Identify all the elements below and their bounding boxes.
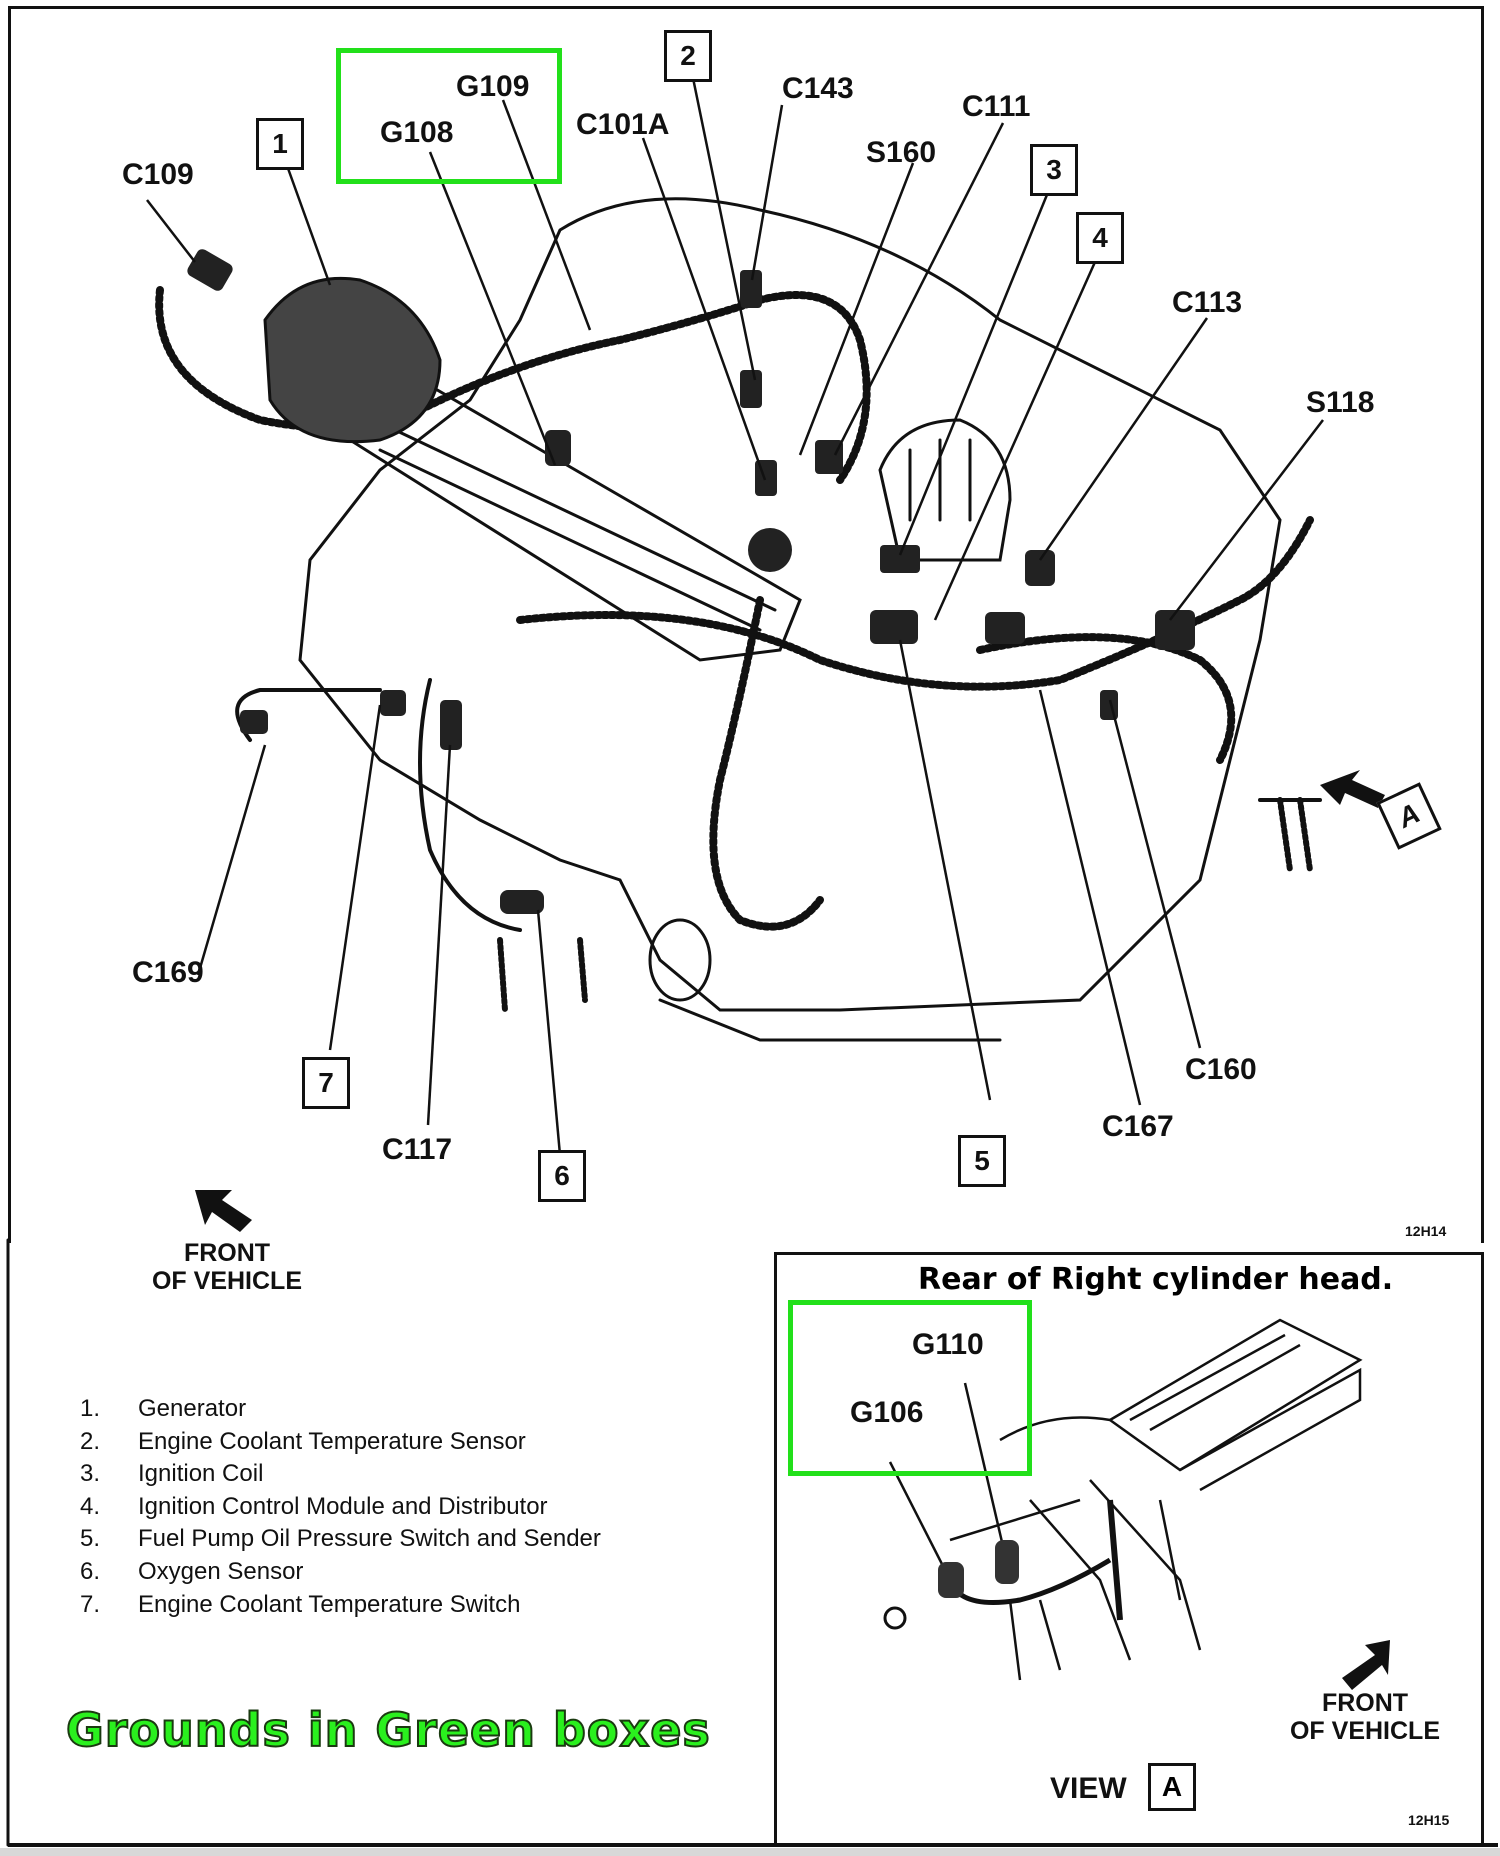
figure-id-view-a: 12H15 <box>1408 1812 1450 1828</box>
callout-6: 6 <box>538 1150 586 1202</box>
label-c167: C167 <box>1102 1110 1174 1143</box>
g106-terminal <box>938 1562 964 1598</box>
label-g106: G106 <box>850 1396 924 1429</box>
front-line2: OF VEHICLE <box>151 1266 302 1295</box>
legend-item: 4. Ignition Control Module and Distributo… <box>80 1491 601 1524</box>
label-g109: G109 <box>456 70 530 103</box>
label-c111: C111 <box>962 90 1031 123</box>
legend-text: Fuel Pump Oil Pressure Switch and Sender <box>138 1525 601 1553</box>
view-a-marker-text: A <box>1393 797 1425 834</box>
callout-6-text: 6 <box>554 1160 570 1191</box>
label-s118: S118 <box>1306 386 1375 419</box>
front-arrow-view-a <box>1342 1640 1390 1690</box>
view-letter-box: A <box>1148 1763 1196 1811</box>
callout-1: 1 <box>256 118 304 170</box>
callout-4-text: 4 <box>1092 222 1108 253</box>
view-a-note: Rear of Right cylinder head. <box>918 1262 1394 1297</box>
front-line2: OF VEHICLE <box>1289 1716 1440 1745</box>
legend-text: Oxygen Sensor <box>138 1557 304 1585</box>
front-line1: FRONT <box>1321 1689 1409 1717</box>
legend-text: Engine Coolant Temperature Sensor <box>138 1427 526 1455</box>
callout-5: 5 <box>958 1135 1006 1187</box>
label-g110: G110 <box>912 1328 984 1361</box>
legend-num: 5. <box>80 1525 101 1553</box>
label-c113: C113 <box>1172 286 1243 319</box>
legend-item: 3. Ignition Coil <box>80 1458 601 1491</box>
generator-shape <box>263 276 442 444</box>
label-c101a: C101A <box>576 108 670 141</box>
legend-text: Ignition Coil <box>138 1460 264 1488</box>
callout-1-text: 1 <box>272 128 288 159</box>
front-arrow-main <box>195 1190 252 1232</box>
callout-7-text: 7 <box>318 1067 334 1098</box>
front-of-vehicle-main: FRONT OF VEHICLE <box>142 1239 312 1295</box>
ground-highlight-box-view-a <box>788 1300 1032 1476</box>
view-a-frame <box>774 1252 1484 1846</box>
callout-3-text: 3 <box>1046 154 1062 185</box>
callout-2-text: 2 <box>680 40 696 71</box>
legend-num: 2. <box>80 1427 101 1455</box>
callout-7: 7 <box>302 1057 350 1109</box>
figure-id-main: 12H14 <box>1405 1223 1447 1239</box>
legend-num: 1. <box>80 1395 101 1422</box>
main-view-frame <box>8 6 1484 1243</box>
view-letter: A <box>1161 1771 1183 1802</box>
callout-3: 3 <box>1030 144 1078 196</box>
label-c169: C169 <box>132 956 204 989</box>
legend-item: 6. Oxygen Sensor <box>80 1556 601 1589</box>
engine-outline <box>298 197 1282 1012</box>
label-c109: C109 <box>122 158 194 191</box>
bottom-border <box>8 1843 1498 1847</box>
legend-num: 3. <box>80 1460 101 1488</box>
ground-highlight-box-main <box>336 48 562 184</box>
distributor-cap <box>878 418 1012 562</box>
callout-2: 2 <box>664 30 712 82</box>
callout-4: 4 <box>1076 212 1124 264</box>
label-c143: C143 <box>782 72 854 105</box>
label-s160: S160 <box>866 136 937 169</box>
legend-num: 4. <box>80 1492 101 1520</box>
legend-text: Ignition Control Module and Distributor <box>138 1492 548 1520</box>
label-c117: C117 <box>382 1133 453 1166</box>
legend-num: 6. <box>80 1557 101 1585</box>
ground-bolt <box>883 1606 907 1630</box>
legend-num: 7. <box>80 1590 101 1618</box>
callout-5-text: 5 <box>974 1145 990 1176</box>
front-line1: FRONT <box>183 1239 271 1267</box>
legend-item: 1. Generator <box>80 1393 601 1426</box>
view-a-arrow <box>1320 770 1385 808</box>
legend-item: 7. Engine Coolant Temperature Switch <box>80 1589 601 1622</box>
legend-text: Generator <box>138 1395 247 1422</box>
bottom-margin <box>0 1848 1500 1856</box>
label-g108: G108 <box>380 116 454 149</box>
label-c160: C160 <box>1185 1053 1257 1086</box>
legend-text: Engine Coolant Temperature Switch <box>138 1590 521 1618</box>
legend-item: 5. Fuel Pump Oil Pressure Switch and Send… <box>80 1523 601 1556</box>
front-of-vehicle-view-a: FRONT OF VEHICLE <box>1280 1689 1450 1745</box>
grounds-note: Grounds in Green boxes <box>65 1702 711 1758</box>
parts-legend: 1. Generator 2. Engine Coolant Temperature… <box>80 1393 601 1621</box>
g110-terminal <box>995 1540 1019 1584</box>
legend-item: 2. Engine Coolant Temperature Sensor <box>80 1426 601 1459</box>
view-label: VIEW <box>1050 1772 1127 1805</box>
